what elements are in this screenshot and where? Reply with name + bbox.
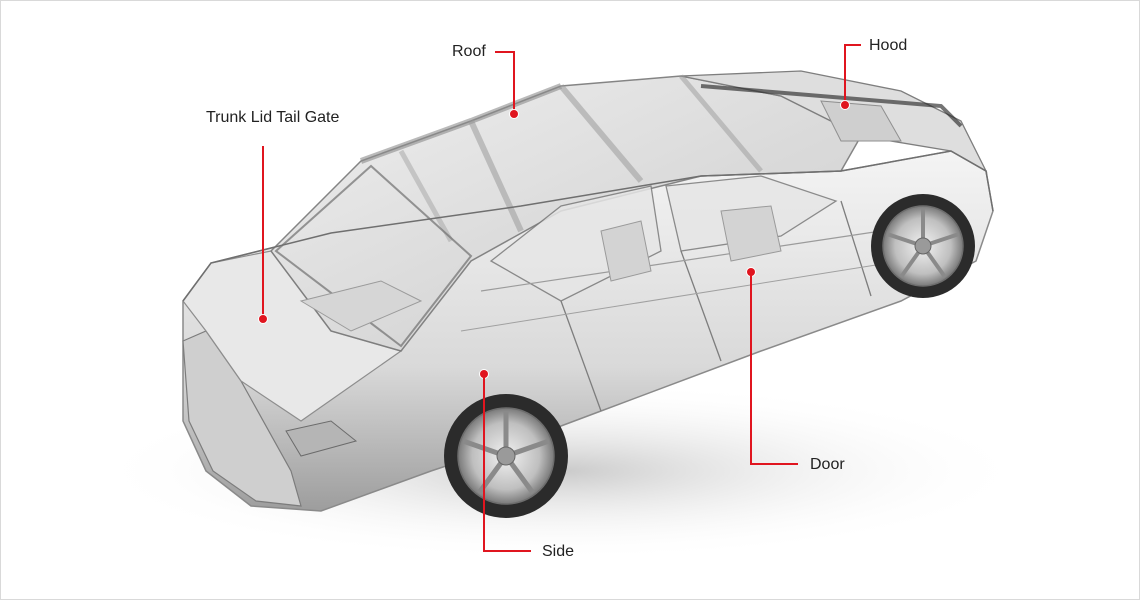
front-wheel: [871, 194, 975, 298]
door-leader-h: [750, 463, 798, 465]
door-label: Door: [810, 456, 845, 473]
trunk-marker-dot: [259, 315, 267, 323]
trunk-lid-tail-gate-label: Trunk Lid Tail Gate: [206, 109, 340, 126]
hood-marker-dot: [841, 101, 849, 109]
hood-label: Hood: [869, 37, 908, 54]
roof-label: Roof: [452, 43, 486, 60]
roof-leader-h: [495, 51, 515, 53]
trunk-leader-v: [262, 146, 264, 318]
side-leader-h: [483, 550, 531, 552]
side-leader-v: [483, 374, 485, 552]
hood-leader-v: [844, 44, 846, 104]
door-leader-v: [750, 272, 752, 465]
hood-leader-h: [844, 44, 861, 46]
rear-wheel: [444, 394, 568, 518]
side-label: Side: [542, 543, 575, 560]
roof-leader-v: [513, 51, 515, 113]
roof-marker-dot: [510, 110, 518, 118]
tail-light: [285, 420, 358, 457]
